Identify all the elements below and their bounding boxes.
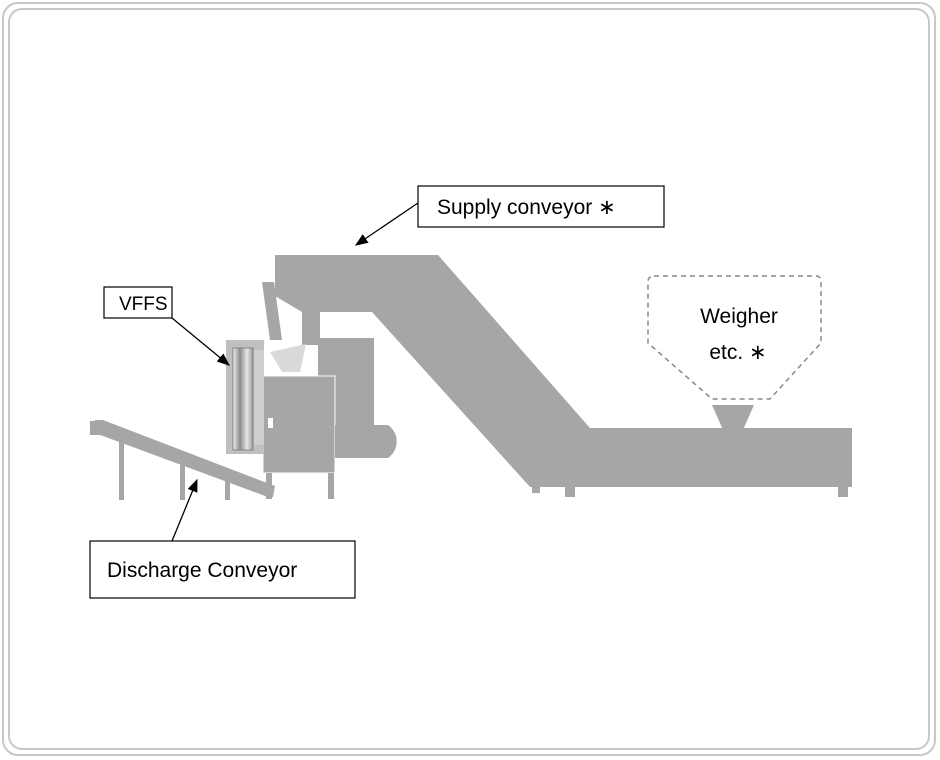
discharge-conveyor-label-box	[89, 540, 356, 599]
weigher-label-line2: etc. ∗	[709, 341, 766, 364]
discharge-conveyor-belt	[92, 420, 275, 497]
vffs-cabinet-handle	[268, 418, 273, 428]
vffs-forming-cone	[270, 344, 306, 372]
supply-conveyor-foot-left	[565, 487, 575, 497]
vffs-label: VFFS	[119, 294, 168, 315]
weigher-outline	[647, 275, 822, 400]
discharge-conveyor-end-block	[90, 421, 102, 435]
vffs-main-cabinet	[262, 375, 336, 474]
weigher-outlet-hopper	[712, 405, 754, 432]
supply-conveyor-label-box	[417, 185, 665, 228]
inner-frame	[8, 8, 930, 750]
vffs-label-box	[103, 286, 173, 319]
supply-conveyor	[275, 255, 852, 497]
discharge-conveyor-label: Discharge Conveyor	[107, 559, 297, 582]
weigher-callout: Weigher etc. ∗	[700, 305, 778, 364]
vffs-callout: VFFS	[103, 286, 231, 366]
film-roll	[232, 347, 254, 451]
vffs-leg-right	[328, 473, 334, 499]
discharge-leg-2	[180, 462, 185, 500]
supply-conveyor-foot-right	[838, 487, 848, 497]
supply-conveyor-body	[275, 255, 852, 487]
vffs-motor	[335, 425, 397, 458]
vffs-feed-chute	[262, 282, 282, 340]
discharge-conveyor	[90, 420, 275, 500]
discharge-conveyor-leader	[171, 478, 198, 542]
vffs-tube	[254, 350, 264, 445]
weigher-label-line1: Weigher	[700, 305, 778, 328]
discharge-conveyor-callout: Discharge Conveyor	[89, 478, 356, 599]
discharge-leg-1	[119, 438, 124, 500]
vffs-leader	[171, 317, 231, 366]
supply-conveyor-foot-mid	[532, 487, 540, 493]
supply-conveyor-post	[302, 300, 320, 345]
supply-conveyor-callout: Supply conveyor ∗	[354, 185, 665, 246]
discharge-leg-3	[225, 479, 230, 500]
supply-conveyor-label: Supply conveyor ∗	[437, 196, 616, 219]
supply-conveyor-leader	[354, 202, 419, 246]
